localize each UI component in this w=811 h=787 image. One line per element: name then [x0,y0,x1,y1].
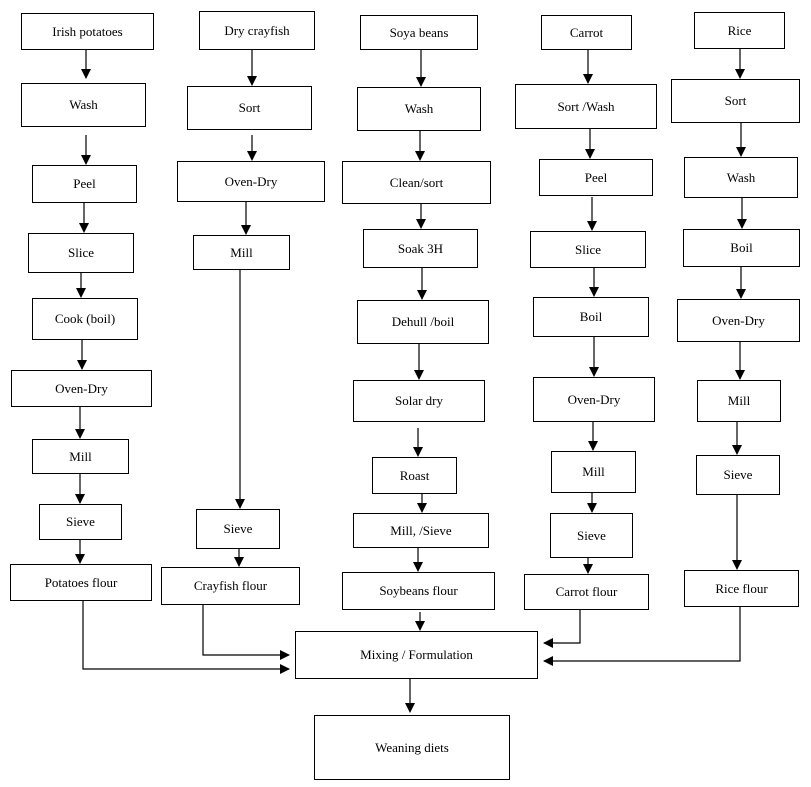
box-potato-cook: Cook (boil) [32,298,138,340]
box-label: Mill [69,448,92,464]
box-crayfish-flour: Crayfish flour [161,567,300,605]
box-label: Oven-Dry [224,173,278,189]
box-rice-sieve: Sieve [696,455,780,495]
box-rice-wash: Wash [684,157,798,198]
box-carrot-sort-wash: Sort /Wash [515,84,657,129]
box-carrot-slice: Slice [530,231,646,268]
box-soya-roast: Roast [372,457,457,494]
box-carrot-flour: Carrot flour [524,574,649,610]
box-label: Mill [582,464,605,479]
box-soya-beans: Soya beans [360,15,478,50]
box-carrot: Carrot [541,15,632,50]
flow-arrow [202,605,290,660]
box-soya-mill-sieve: Mill, /Sieve [353,513,489,548]
box-label: Wash [404,101,434,116]
box-label: Carrot flour [555,584,618,599]
box-label: Weaning diets [375,739,449,755]
box-carrot-boil: Boil [533,297,649,337]
box-label: Potatoes flour [44,574,118,590]
box-label: Mill [727,393,751,408]
box-label: Mixing / Formulation [360,647,473,662]
box-label: Wash [726,169,756,185]
box-label: Oven-Dry [567,391,621,407]
box-soya-solar-dry: Solar dry [353,380,485,422]
box-label: Roast [399,467,430,483]
box-crayfish-sieve: Sieve [196,509,280,549]
box-label: Mill [230,244,253,260]
box-label: Clean/sort [389,174,444,190]
box-label: Sieve [223,521,253,536]
box-label: Sieve [723,467,753,482]
box-crayfish-sort: Sort [187,86,312,130]
box-carrot-sieve: Sieve [550,513,633,558]
box-label: Peel [73,176,96,191]
box-label: Carrot [569,24,604,40]
box-label: Crayfish flour [193,578,268,593]
box-label: Soak 3H [397,240,444,256]
box-label: Dehull /boil [391,314,455,329]
box-potato-oven-dry: Oven-Dry [11,370,152,407]
box-label: Sieve [577,527,606,543]
box-rice: Rice [694,12,785,49]
box-label: Sieve [66,514,95,529]
box-potato-sieve: Sieve [39,504,122,540]
box-potato-peel: Peel [32,165,137,203]
box-crayfish-mill: Mill [193,235,290,270]
box-potatoes-flour: Potatoes flour [10,564,152,601]
box-label: Oven-Dry [55,380,108,396]
box-label: Slice [575,241,601,257]
box-potato-wash: Wash [21,83,146,127]
box-rice-flour: Rice flour [684,570,799,607]
box-label: Wash [69,97,98,112]
flow-arrow [543,610,581,648]
box-label: Boil [579,309,603,324]
box-mixing-formulation: Mixing / Formulation [295,631,538,679]
box-label: Soya beans [389,24,449,40]
box-label: Slice [68,245,94,260]
box-label: Sort /Wash [557,98,615,114]
box-carrot-mill: Mill [551,451,636,493]
box-crayfish-oven-dry: Oven-Dry [177,161,325,202]
box-label: Soybeans flour [379,583,458,598]
box-rice-boil: Boil [683,229,800,267]
box-weaning-diets: Weaning diets [314,715,510,780]
box-potato-mill: Mill [32,439,129,474]
box-label: Oven-Dry [712,312,765,328]
box-irish-potatoes: Irish potatoes [21,13,154,50]
box-dry-crayfish: Dry crayfish [199,11,315,50]
box-soya-dehull-boil: Dehull /boil [357,300,489,344]
box-label: Peel [584,169,608,185]
box-rice-oven-dry: Oven-Dry [677,299,800,342]
box-rice-sort: Sort [671,79,800,123]
box-soya-clean-sort: Clean/sort [342,161,491,204]
box-label: Sort [724,93,747,108]
box-soya-soak: Soak 3H [363,229,478,268]
box-soybeans-flour: Soybeans flour [342,572,495,610]
box-label: Solar dry [394,393,444,408]
box-label: Rice flour [715,580,768,596]
flow-arrow [82,601,290,674]
box-label: Mill, /Sieve [390,522,452,538]
box-label: Rice [727,22,752,38]
box-rice-mill: Mill [697,380,781,422]
flow-arrow [543,607,741,666]
box-label: Cook (boil) [54,311,116,326]
box-label: Sort [238,100,261,115]
box-potato-slice: Slice [28,233,134,273]
box-carrot-peel: Peel [539,159,653,196]
box-soya-wash: Wash [357,87,481,131]
box-carrot-oven-dry: Oven-Dry [533,377,655,422]
box-label: Irish potatoes [52,23,123,39]
box-label: Dry crayfish [224,22,290,38]
box-label: Boil [730,240,753,255]
